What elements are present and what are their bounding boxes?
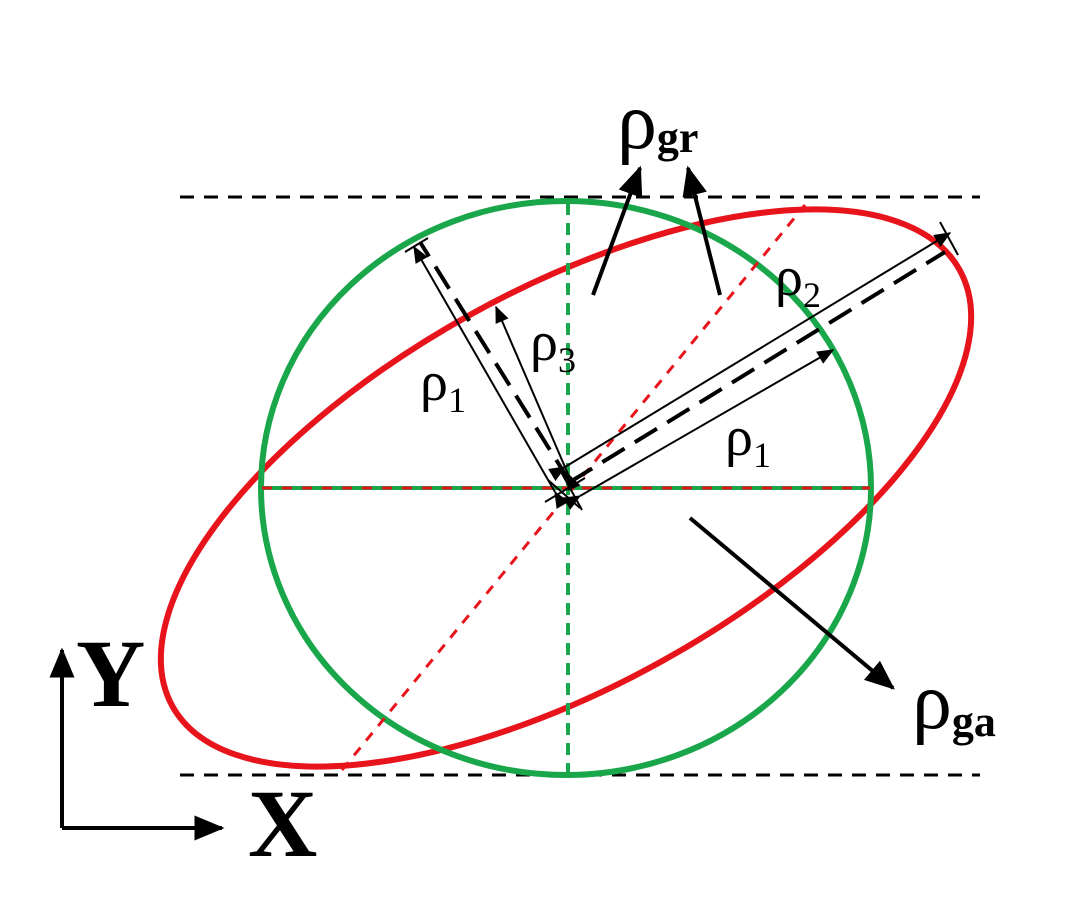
y-axis-label: Y — [76, 620, 145, 727]
rho3-label: ρ3 — [530, 311, 576, 380]
rho-gr-arrow-left — [591, 165, 643, 296]
rho-ga-label: ρga — [912, 658, 996, 746]
rho-gr-label: ρgr — [617, 78, 698, 166]
rho1-right-label: ρ1 — [725, 406, 771, 475]
end-tick — [939, 221, 959, 256]
green-circle — [258, 198, 874, 778]
right-dashed-radius — [568, 250, 947, 484]
end-tick — [404, 237, 429, 253]
rho1-left-label: ρ1 — [420, 351, 466, 420]
rho-gr-arrow-right — [682, 165, 722, 296]
x-axis-label: X — [248, 770, 317, 877]
rho-ga-arrow — [688, 516, 895, 690]
rho2-label: ρ2 — [775, 246, 821, 315]
rho1-right-measure — [563, 349, 835, 510]
left-dashed-radius — [418, 240, 572, 484]
